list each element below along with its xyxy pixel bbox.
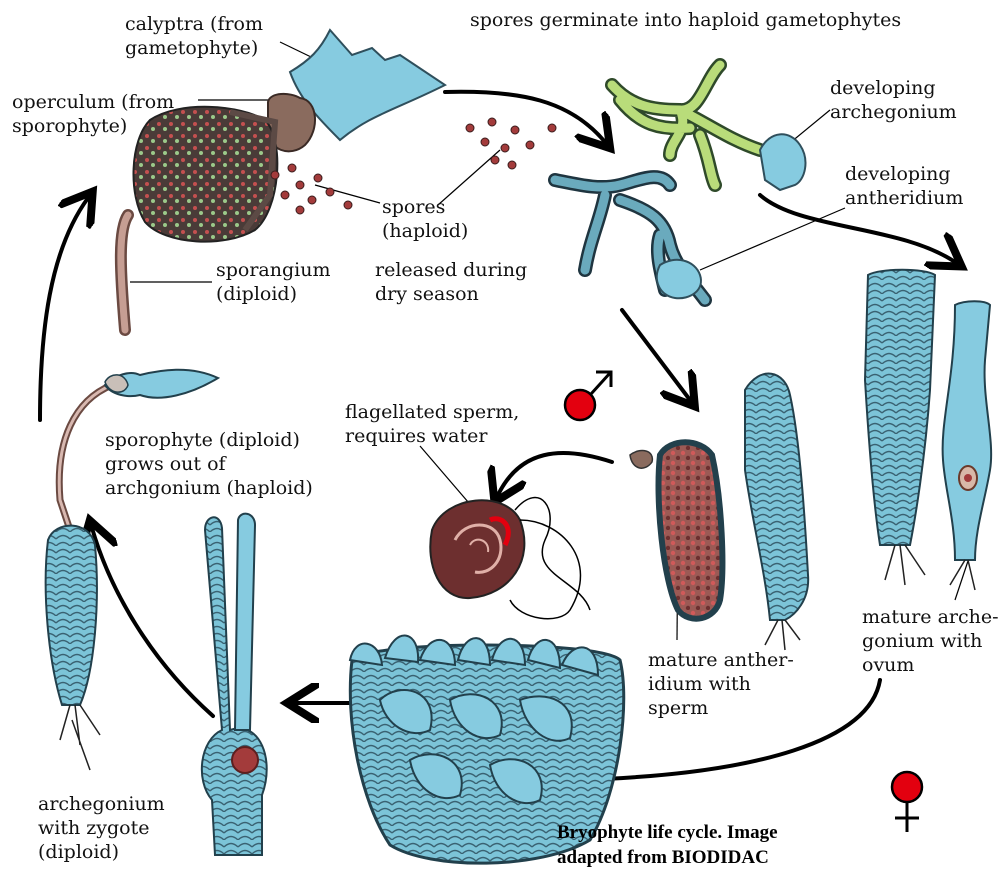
label-line: released during xyxy=(375,258,527,282)
label-line: gametophyte) xyxy=(125,36,263,60)
label-line: (diploid) xyxy=(38,840,165,864)
developing-archegonium-shape xyxy=(760,134,805,190)
label-zygote: archegonium with zygote (diploid) xyxy=(38,792,165,864)
label-line: with zygote xyxy=(38,816,165,840)
archegonium-plant xyxy=(865,270,991,590)
antheridium-plant xyxy=(630,374,808,650)
label-developing-antheridium: developing antheridium xyxy=(845,162,963,210)
label-line: sporophyte (diploid) xyxy=(105,428,313,452)
caption-line: adapted from BIODIDAC xyxy=(557,845,778,870)
label-line: gonium with xyxy=(862,629,999,653)
label-germinate: spores germinate into haploid gametophyt… xyxy=(470,8,901,32)
label-line: (diploid) xyxy=(216,282,331,306)
label-line: mature arche- xyxy=(862,605,999,629)
archegonium-with-zygote xyxy=(202,514,267,855)
green-protonema xyxy=(612,65,760,185)
label-developing-archegonium: developing archegonium xyxy=(830,76,957,124)
label-line: sporangium xyxy=(216,258,331,282)
label-operculum: operculum (from sporophyte) xyxy=(12,90,174,138)
label-line: spores xyxy=(382,195,468,219)
arrow-sporophyte-to-capsule xyxy=(40,198,88,420)
label-line: archgonium (haploid) xyxy=(105,476,313,500)
arrow-capsule-to-spores xyxy=(445,92,605,142)
label-sporophyte: sporophyte (diploid) grows out of archgo… xyxy=(105,428,313,500)
label-line: flagellated sperm, xyxy=(345,400,519,424)
caption-line: Bryophyte life cycle. Image xyxy=(557,820,778,845)
label-line: idium with xyxy=(648,672,794,696)
label-sporangium: sporangium (diploid) xyxy=(216,258,331,306)
label-line: developing xyxy=(830,76,957,100)
label-line: dry season xyxy=(375,282,527,306)
label-flagellated-sperm: flagellated sperm, requires water xyxy=(345,400,519,448)
label-line: developing xyxy=(845,162,963,186)
female-symbol-icon xyxy=(892,772,922,832)
label-calyptra: calyptra (from gametophyte) xyxy=(125,12,263,60)
label-mature-archegonium: mature arche- gonium with ovum xyxy=(862,605,999,677)
label-line: sporophyte) xyxy=(12,114,174,138)
developing-antheridium-shape xyxy=(657,260,701,298)
mature-antheridium-shape xyxy=(659,442,723,618)
label-line: sperm xyxy=(648,696,794,720)
arrow-zygote-to-sporophyte xyxy=(92,528,213,716)
label-line: calyptra (from xyxy=(125,12,263,36)
label-mature-antheridium: mature anther- idium with sperm xyxy=(648,648,794,720)
label-line: operculum (from xyxy=(12,90,174,114)
label-line: mature anther- xyxy=(648,648,794,672)
male-symbol-icon xyxy=(565,372,611,420)
label-line: spores germinate into haploid gametophyt… xyxy=(470,8,901,32)
arrow-gametophyte-to-antheridium xyxy=(622,310,690,400)
label-line: archegonium xyxy=(830,100,957,124)
label-line: (haploid) xyxy=(382,219,468,243)
label-released: released during dry season xyxy=(375,258,527,306)
label-line: requires water xyxy=(345,424,519,448)
arrow-antheridium-to-sperm xyxy=(498,453,612,495)
figure-caption: Bryophyte life cycle. Image adapted from… xyxy=(557,820,778,870)
label-line: archegonium xyxy=(38,792,165,816)
label-line: grows out of xyxy=(105,452,313,476)
label-line: ovum xyxy=(862,653,999,677)
flagellated-sperm xyxy=(430,498,590,619)
label-line: antheridium xyxy=(845,186,963,210)
label-spores: spores (haploid) xyxy=(382,195,468,243)
